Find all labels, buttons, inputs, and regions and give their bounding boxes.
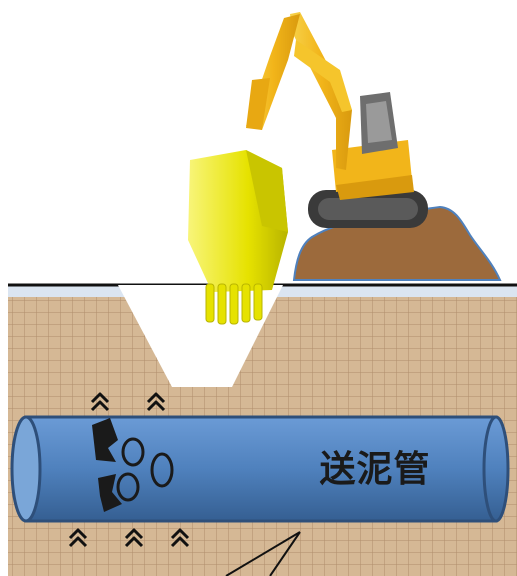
- excavator-icon: [188, 12, 428, 325]
- pipe-left-end: [10, 415, 42, 523]
- leak-arrow-icon: [68, 392, 190, 548]
- pipe-right-end: [482, 415, 510, 523]
- crack-icon: [92, 418, 122, 512]
- pipe-label: 送泥管: [319, 449, 431, 490]
- callout-lines: [225, 531, 301, 576]
- leak-hole-icon: [116, 437, 174, 502]
- bucket-teeth: [205, 283, 263, 325]
